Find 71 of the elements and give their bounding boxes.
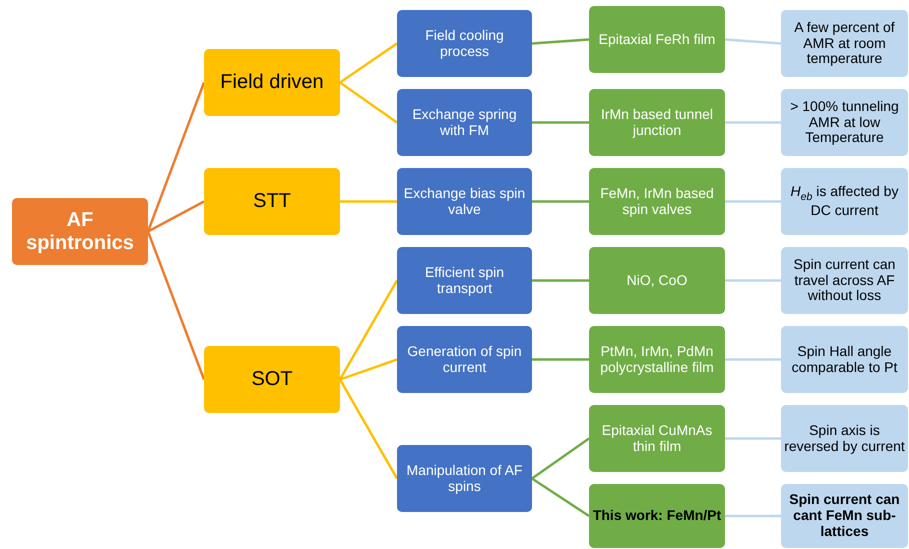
connector-line — [532, 279, 589, 282]
node-label: Generation of spin current — [406, 344, 523, 376]
approach-box — [397, 10, 532, 77]
node-label: Exchange spring with FM — [411, 106, 518, 138]
connector-line — [725, 200, 781, 203]
result-box — [781, 484, 908, 548]
result-box — [781, 247, 908, 314]
result-box — [781, 168, 908, 235]
material-box — [589, 247, 725, 314]
result-box — [781, 405, 908, 472]
node-label: Manipulation of AF spins — [406, 462, 524, 494]
connector-line — [146, 82, 206, 232]
result-box — [781, 89, 908, 156]
connector-line — [338, 378, 398, 480]
connector-line — [725, 358, 781, 361]
node-label: Exchange bias spin valve — [402, 186, 526, 218]
node-label: PtMn, IrMn, PdMn polycrystalline film — [599, 344, 715, 376]
connector-line — [725, 121, 781, 124]
category-box — [204, 168, 340, 235]
approach-box — [397, 247, 532, 314]
material-box — [589, 89, 725, 156]
connector-line — [339, 81, 398, 124]
node-label: Spin Hall angle comparable to Pt — [790, 344, 898, 376]
node-label: STT — [253, 190, 291, 213]
result-box — [781, 326, 908, 393]
category-box — [204, 346, 340, 413]
node-label: Epitaxial CuMnAs thin film — [600, 422, 714, 454]
connector-line — [531, 437, 590, 480]
node-label: SOT — [251, 368, 293, 391]
connector-line — [340, 200, 397, 203]
connector-line — [531, 477, 590, 518]
node-label: IrMn based tunnel junction — [600, 106, 714, 138]
material-box — [589, 6, 725, 73]
connector-line — [340, 358, 398, 381]
node-label: H$_{eb}$ is affected by DC current — [790, 184, 900, 220]
node-label: Spin axis is reversed by current — [784, 422, 905, 454]
connector-line — [532, 200, 589, 203]
approach-box — [397, 445, 532, 512]
material-box — [589, 326, 725, 393]
connector-line — [339, 42, 398, 84]
approach-box — [397, 326, 532, 393]
root-topic-box — [12, 198, 148, 265]
material-box — [589, 405, 725, 472]
node-label: > 100% tunneling AMR at low Temperature — [789, 98, 900, 146]
approach-box — [397, 168, 532, 235]
connector-line — [724, 38, 782, 45]
node-label: A few percent of AMR at room temperature — [793, 20, 896, 67]
node-label: Spin current can travel across AF without loss — [792, 256, 896, 304]
node-label: Epitaxial FeRh film — [598, 32, 716, 48]
connector-line — [725, 514, 781, 518]
connector-line — [146, 231, 206, 380]
node-label: FeMn, IrMn based spin valves — [599, 186, 715, 218]
result-box — [781, 10, 908, 77]
material-box — [589, 484, 725, 548]
connector-line — [532, 358, 589, 361]
node-label: Efficient spin transport — [424, 264, 506, 296]
node-label: NiO, CoO — [626, 272, 688, 288]
node-label: Field driven — [220, 71, 324, 94]
node-label: AF spintronics — [25, 209, 135, 254]
connector-line — [147, 200, 205, 233]
material-box — [589, 168, 725, 235]
node-label: Field cooling process — [424, 28, 505, 60]
node-label: This work: FeMn/Pt — [592, 508, 722, 524]
connector-line — [725, 279, 781, 282]
category-box — [204, 49, 340, 116]
connector-line — [725, 437, 781, 440]
connector-line — [532, 121, 589, 124]
connector-line — [338, 280, 398, 380]
connector-line — [532, 38, 590, 45]
node-label: Spin current can cant FeMn sub-lattices — [788, 492, 901, 540]
approach-box — [397, 89, 532, 156]
